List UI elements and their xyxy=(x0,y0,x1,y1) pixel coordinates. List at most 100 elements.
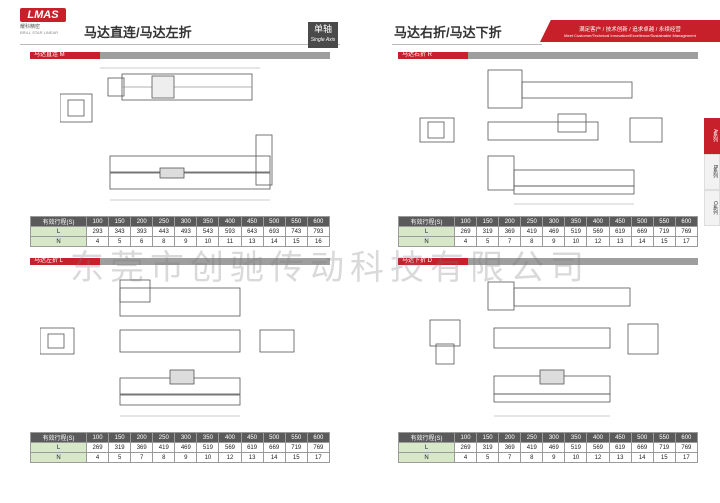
table-cell: 269 xyxy=(453,226,478,237)
table-cell: 319 xyxy=(108,442,132,453)
table-cell: 250 xyxy=(520,216,544,227)
table-cell: 350 xyxy=(564,432,588,443)
table-cell: 150 xyxy=(108,216,132,227)
table-header-row: 有效行程(S) 100 150 200 250 300 350 400 450 … xyxy=(398,432,699,443)
table-cell: 15 xyxy=(652,236,676,247)
table-cell: 4 xyxy=(453,452,478,463)
table-cell: 100 xyxy=(453,216,478,227)
table-cell: 793 xyxy=(306,226,331,237)
table-cell: L xyxy=(30,442,87,453)
table-cell: 450 xyxy=(608,216,632,227)
table-cell: 400 xyxy=(218,432,242,443)
table-cell: 269 xyxy=(85,442,110,453)
table-cell: 250 xyxy=(520,432,544,443)
table-cell: 400 xyxy=(586,432,610,443)
table-cell: 14 xyxy=(630,236,654,247)
table-cell: 17 xyxy=(674,452,699,463)
section-label-motor-left: 马达左折 L xyxy=(30,258,100,265)
section-bar-motor-right xyxy=(398,52,698,59)
table-cell: 5 xyxy=(108,452,132,463)
table-cell: 200 xyxy=(498,432,522,443)
table-cell: 5 xyxy=(476,452,500,463)
table-cell: 有效行程(S) xyxy=(30,216,87,227)
table-cell: 450 xyxy=(240,432,264,443)
table-cell: 469 xyxy=(542,442,566,453)
slogan-cn: 满足客户 / 技术创新 / 追求卓越 / 永续经营 xyxy=(579,27,681,33)
table-row-n: N 4 5 7 8 9 10 12 13 14 15 17 xyxy=(398,236,699,247)
table-cell: 669 xyxy=(262,442,286,453)
table-cell: 619 xyxy=(608,442,632,453)
logo-subtitle: 耀科精密 xyxy=(20,24,41,30)
table-cell: 369 xyxy=(498,226,522,237)
table-cell: 450 xyxy=(240,216,264,227)
drawing-motor-left xyxy=(40,279,295,417)
drawing-motor-down xyxy=(429,281,659,417)
table-cell: 300 xyxy=(542,216,566,227)
table-cell: 12 xyxy=(218,452,242,463)
table-cell: 10 xyxy=(196,452,220,463)
table-cell: 350 xyxy=(564,216,588,227)
table-cell: L xyxy=(398,442,455,453)
table-header-row: 有效行程(S) 100 150 200 250 300 350 400 450 … xyxy=(398,216,699,227)
table-cell: 400 xyxy=(586,216,610,227)
company-logo: LMAS 耀科精密 BRILL STAR LINEAR xyxy=(20,8,72,38)
table-cell: 469 xyxy=(174,442,198,453)
company-watermark: 东莞市创驰传动科技有限公司 xyxy=(70,248,590,288)
table-cell: 13 xyxy=(608,236,632,247)
table-cell: 319 xyxy=(476,442,500,453)
actuator-top-view xyxy=(109,155,271,173)
sidebar-tab-c-series[interactable]: C系列 xyxy=(704,190,720,226)
section-bar-motor-direct xyxy=(30,52,330,59)
table-cell: 519 xyxy=(564,442,588,453)
table-cell: 250 xyxy=(152,432,176,443)
table-header-row: 有效行程(S) 100 150 200 250 300 350 400 450 … xyxy=(30,216,331,227)
table-cell: 669 xyxy=(630,226,654,237)
table-cell: 743 xyxy=(284,226,308,237)
table-cell: 300 xyxy=(174,216,198,227)
table-cell: 17 xyxy=(674,236,699,247)
actuator-end-view xyxy=(60,93,93,123)
table-cell: 300 xyxy=(542,432,566,443)
table-row-l: L 269 319 369 419 469 519 569 619 669 71… xyxy=(398,226,699,237)
table-cell: 200 xyxy=(130,216,154,227)
right-header-rule xyxy=(392,44,542,45)
table-cell: 293 xyxy=(85,226,110,237)
table-cell: 10 xyxy=(564,452,588,463)
table-cell: 7 xyxy=(498,452,522,463)
table-cell: 493 xyxy=(174,226,198,237)
table-cell: 600 xyxy=(674,432,699,443)
table-cell: 17 xyxy=(306,452,331,463)
table-cell: 500 xyxy=(262,216,286,227)
section-label-motor-down: 马达下折 D xyxy=(398,258,468,265)
sidebar-tab-a-series[interactable]: A系列 xyxy=(704,118,720,154)
table-cell: 693 xyxy=(262,226,286,237)
table-cell: 13 xyxy=(240,452,264,463)
table-cell: 350 xyxy=(196,216,220,227)
table-cell: 9 xyxy=(542,452,566,463)
table-cell: 500 xyxy=(262,432,286,443)
table-cell: 550 xyxy=(652,432,676,443)
table-cell: 643 xyxy=(240,226,264,237)
badge-en: Single Axis xyxy=(310,37,336,43)
spec-table-motor-right: 有效行程(S) 100 150 200 250 300 350 400 450 … xyxy=(398,216,699,247)
sidebar-tab-b-series[interactable]: B系列 xyxy=(704,154,720,190)
table-cell: N xyxy=(30,452,87,463)
drawing-motor-direct xyxy=(60,67,273,201)
table-cell: 669 xyxy=(630,442,654,453)
table-cell: 569 xyxy=(218,442,242,453)
table-cell: 419 xyxy=(152,442,176,453)
table-cell: 8 xyxy=(520,452,544,463)
slogan-en: Meet Customer/Technical Innovation/Excel… xyxy=(564,33,696,38)
table-cell: 150 xyxy=(108,432,132,443)
table-cell: 300 xyxy=(174,432,198,443)
table-cell: 16 xyxy=(306,236,331,247)
table-cell: 600 xyxy=(306,432,331,443)
table-cell: 419 xyxy=(520,226,544,237)
left-page-title: 马达直连/马达左折 xyxy=(84,25,192,40)
slogan-banner: 满足客户 / 技术创新 / 追求卓越 / 永续经营 Meet Customer/… xyxy=(540,20,720,42)
logo-tagline: BRILL STAR LINEAR xyxy=(20,30,59,35)
section-label-motor-direct: 马达直连 M xyxy=(30,52,100,59)
table-cell: 550 xyxy=(652,216,676,227)
section-bar-motor-left xyxy=(30,258,330,265)
table-row-l: L 269 319 369 419 469 519 569 619 669 71… xyxy=(30,442,331,453)
